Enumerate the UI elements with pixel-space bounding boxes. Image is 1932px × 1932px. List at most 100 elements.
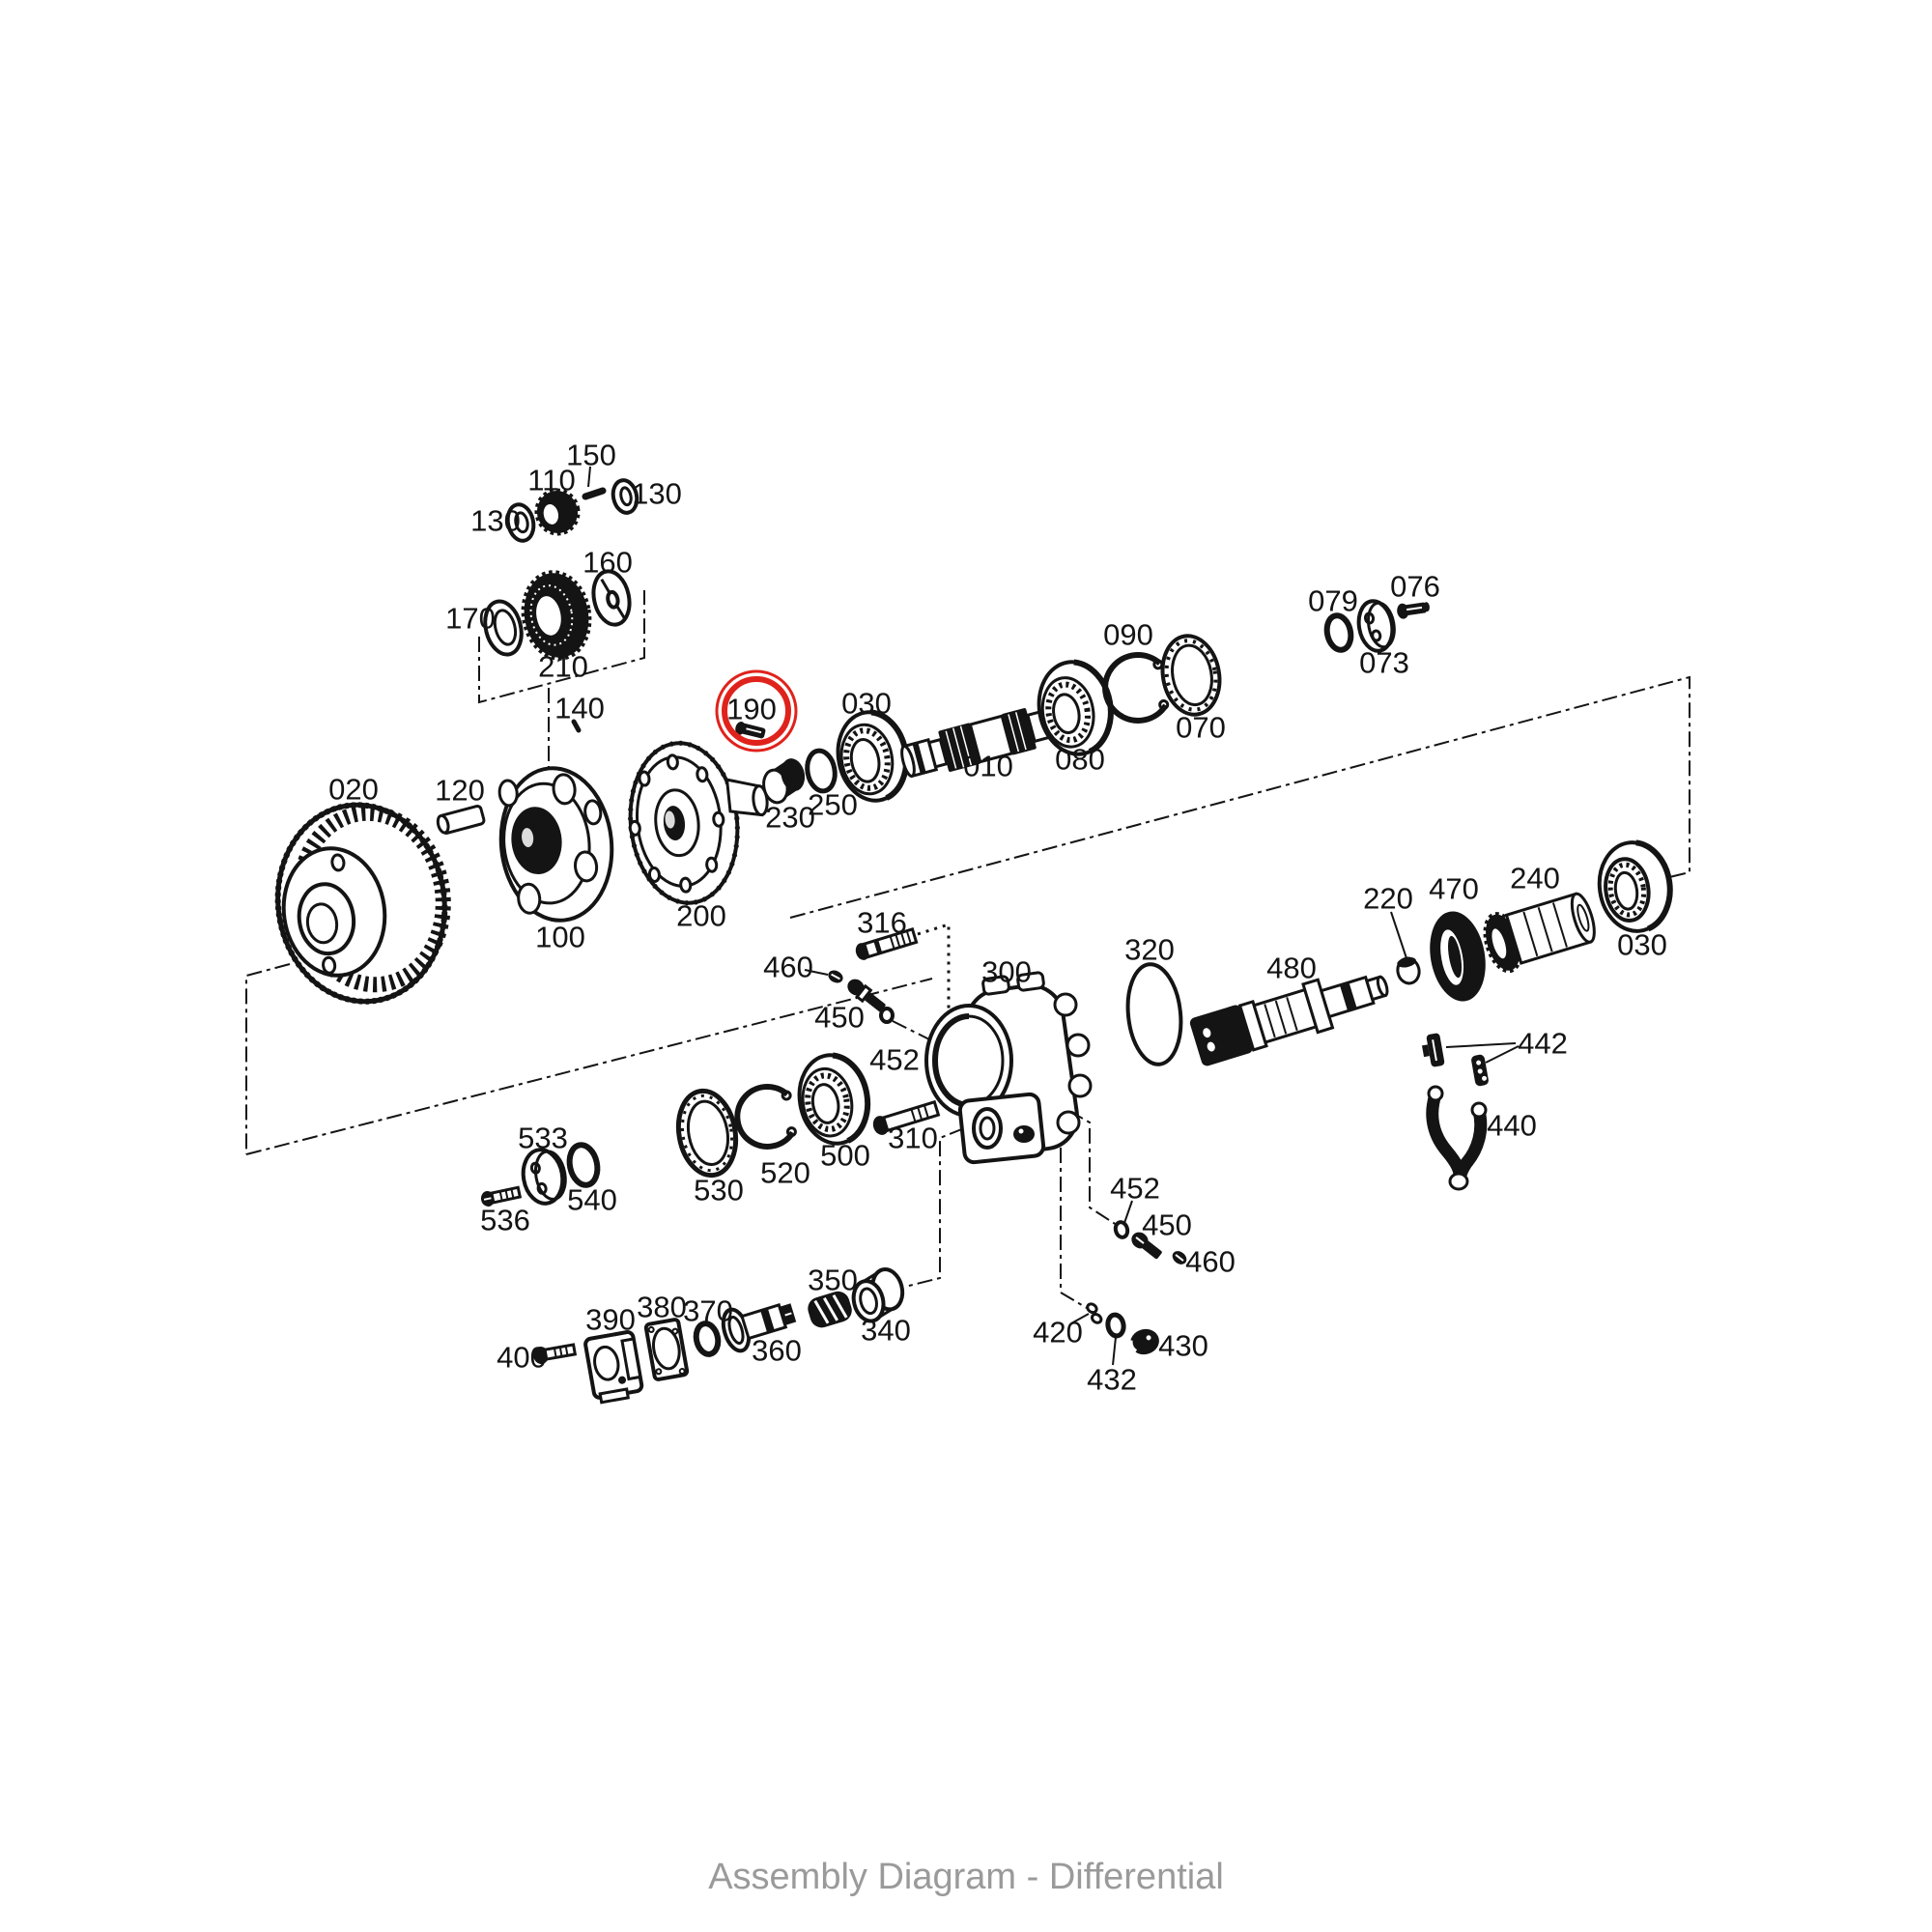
part-079-drawing: [1323, 612, 1354, 653]
part-130-right-drawing: [611, 478, 639, 515]
part-520-drawing: [734, 1083, 797, 1150]
leader-lines: [587, 466, 1520, 1366]
part-210-drawing: [521, 570, 592, 661]
line-316-to-housing: [917, 922, 951, 1012]
leader-150: [587, 466, 591, 488]
part-533-drawing: [521, 1148, 567, 1206]
leader-442-key: [1445, 1042, 1517, 1048]
part-label-432: 432: [1087, 1363, 1137, 1397]
part-100-drawing: [497, 766, 614, 923]
part-label-420: 420: [1033, 1316, 1083, 1350]
part-030-right-drawing: [1597, 839, 1673, 933]
frame-right-line: [789, 675, 1690, 919]
highlight-circle-outer: [715, 669, 798, 753]
part-220-drawing: [1396, 956, 1421, 985]
part-label-440: 440: [1487, 1109, 1537, 1143]
part-450-lower-drawing: [1131, 1232, 1162, 1260]
part-360-drawing: [721, 1303, 797, 1353]
part-110-drawing: [534, 488, 581, 536]
leader-432: [1112, 1336, 1117, 1366]
part-label-390: 390: [585, 1303, 636, 1337]
part-label-140: 140: [554, 692, 605, 725]
part-label-520: 520: [760, 1156, 810, 1190]
part-label-220: 220: [1363, 882, 1413, 916]
part-label-380: 380: [637, 1291, 687, 1324]
part-label-230: 230: [765, 801, 815, 835]
part-540-drawing: [566, 1142, 601, 1188]
part-label-470: 470: [1429, 872, 1479, 906]
part-480-drawing: [1189, 975, 1389, 1066]
part-label-316: 316: [857, 906, 907, 940]
part-label-370: 370: [683, 1294, 733, 1328]
part-label-079: 079: [1308, 584, 1358, 618]
leader-420: [1070, 1313, 1090, 1324]
part-label-452-upper: 452: [869, 1043, 920, 1077]
part-250-drawing: [805, 748, 838, 794]
part-230-drawing: [762, 758, 806, 805]
part-310-drawing: [872, 1099, 941, 1135]
part-300-drawing: [924, 971, 1093, 1165]
part-label-450-upper: 450: [814, 1001, 865, 1035]
upper-bracket-line: [478, 590, 645, 704]
part-470-drawing: [1430, 911, 1486, 1002]
part-442-key-drawing: [1421, 1033, 1445, 1067]
part-140-drawing: [571, 719, 582, 733]
part-073-drawing: [1356, 599, 1396, 653]
part-label-500: 500: [820, 1139, 870, 1173]
part-030-left-drawing: [836, 709, 910, 803]
part-label-310: 310: [888, 1122, 938, 1155]
part-label-160: 160: [582, 546, 633, 580]
part-320-drawing: [1125, 962, 1183, 1066]
part-label-530: 530: [694, 1174, 744, 1208]
part-170-drawing: [483, 599, 524, 657]
part-label-200: 200: [676, 899, 726, 933]
part-150-drawing: [582, 487, 607, 500]
part-label-090: 090: [1103, 618, 1153, 652]
part-label-020: 020: [328, 773, 379, 807]
part-200-drawing: [628, 740, 769, 906]
part-label-030-left: 030: [841, 687, 892, 721]
part-label-030-right: 030: [1617, 928, 1667, 962]
part-430-drawing: [1129, 1328, 1159, 1355]
part-130-left-drawing: [505, 502, 536, 543]
part-390-drawing: [583, 1330, 644, 1405]
part-label-320: 320: [1124, 933, 1175, 967]
part-label-073: 073: [1359, 646, 1409, 680]
frame-bottom-line: [245, 978, 933, 1155]
part-316-drawing: [855, 927, 919, 960]
part-340-drawing: [851, 1267, 905, 1323]
part-452-upper-drawing: [879, 1007, 895, 1024]
part-label-430: 430: [1158, 1329, 1208, 1363]
part-label-110: 110: [527, 464, 575, 497]
part-label-340: 340: [861, 1314, 911, 1348]
part-label-076: 076: [1390, 570, 1440, 604]
part-label-240: 240: [1510, 862, 1560, 895]
part-530-drawing: [675, 1088, 739, 1179]
part-350-drawing: [808, 1291, 852, 1328]
part-label-010: 010: [963, 750, 1013, 783]
part-label-442: 442: [1518, 1027, 1568, 1061]
part-label-533: 533: [518, 1122, 568, 1155]
leader-460-upper: [804, 969, 829, 976]
highlight-circle-inner: [722, 676, 791, 746]
part-460-upper-drawing: [828, 970, 843, 983]
leader-220: [1390, 911, 1407, 959]
part-label-080: 080: [1055, 743, 1105, 777]
part-240-drawing: [1483, 892, 1596, 974]
part-label-540: 540: [567, 1183, 617, 1217]
part-420-drawing: [1086, 1302, 1103, 1324]
part-380-drawing: [643, 1318, 690, 1381]
part-label-350: 350: [808, 1264, 858, 1297]
line-housing-to-340: [904, 1127, 965, 1288]
part-536-drawing: [480, 1185, 523, 1207]
part-450-upper-drawing: [847, 979, 886, 1012]
part-label-100: 100: [535, 921, 585, 954]
part-432-drawing: [1105, 1312, 1126, 1339]
part-020-drawing: [274, 802, 451, 1005]
part-label-460-lower: 460: [1185, 1245, 1236, 1279]
part-label-130-left: 130: [470, 504, 521, 538]
part-452-lower-drawing: [1113, 1220, 1130, 1239]
part-label-480: 480: [1266, 952, 1317, 985]
part-076-drawing: [1397, 602, 1430, 619]
